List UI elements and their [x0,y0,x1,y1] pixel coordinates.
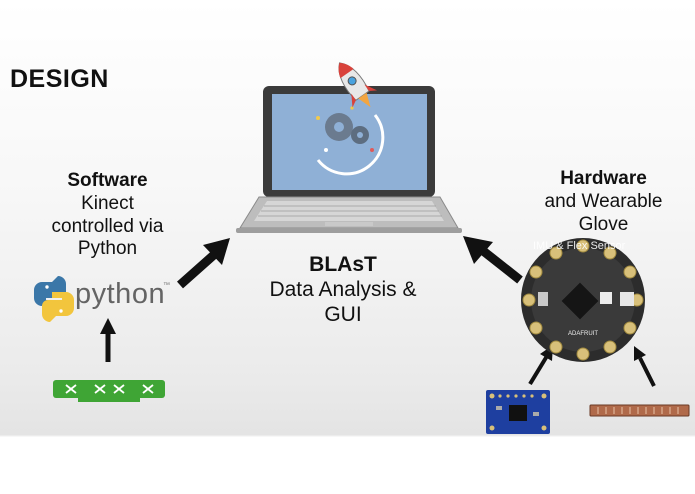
flex-sensor-icon [589,404,690,417]
rocket-icon [338,62,378,108]
python-trademark: ™ [163,282,170,289]
blast-line-2: GUI [324,303,362,327]
kinect-to-python-arrow [100,318,116,362]
kinect-icon [53,380,165,402]
hardware-label: Hardware and Wearable Glove [516,168,691,236]
sensor-label: IMU & Flex Sensor [533,240,626,252]
laptop-icon [236,86,462,233]
software-line-3: Python [77,238,138,260]
hardware-line-1: and Wearable [544,190,663,212]
hardware-to-laptop-arrow [463,236,523,284]
gears-icon [316,106,385,176]
software-line-1: Kinect [81,192,134,214]
blast-heading: BLAsT [309,253,377,276]
python-logo-icon [34,276,74,322]
svg-text:ADAFRUIT: ADAFRUIT [568,331,598,337]
hardware-line-2: Glove [578,213,629,235]
hardware-heading: Hardware [560,168,647,189]
python-logo-text: python [75,278,166,310]
blast-label: BLAsT Data Analysis & GUI [258,252,428,328]
software-to-laptop-arrow [177,238,230,289]
software-label: Software Kinect controlled via Python [30,170,185,261]
slide-title: DESIGN [10,65,109,93]
flora-board-icon: ADAFRUIT [521,238,645,362]
blast-line-1: Data Analysis & [269,278,417,302]
flex-to-board-arrow [634,346,656,387]
software-line-2: controlled via [51,215,164,237]
software-heading: Software [67,170,148,191]
imu-sensor-icon [486,390,550,434]
